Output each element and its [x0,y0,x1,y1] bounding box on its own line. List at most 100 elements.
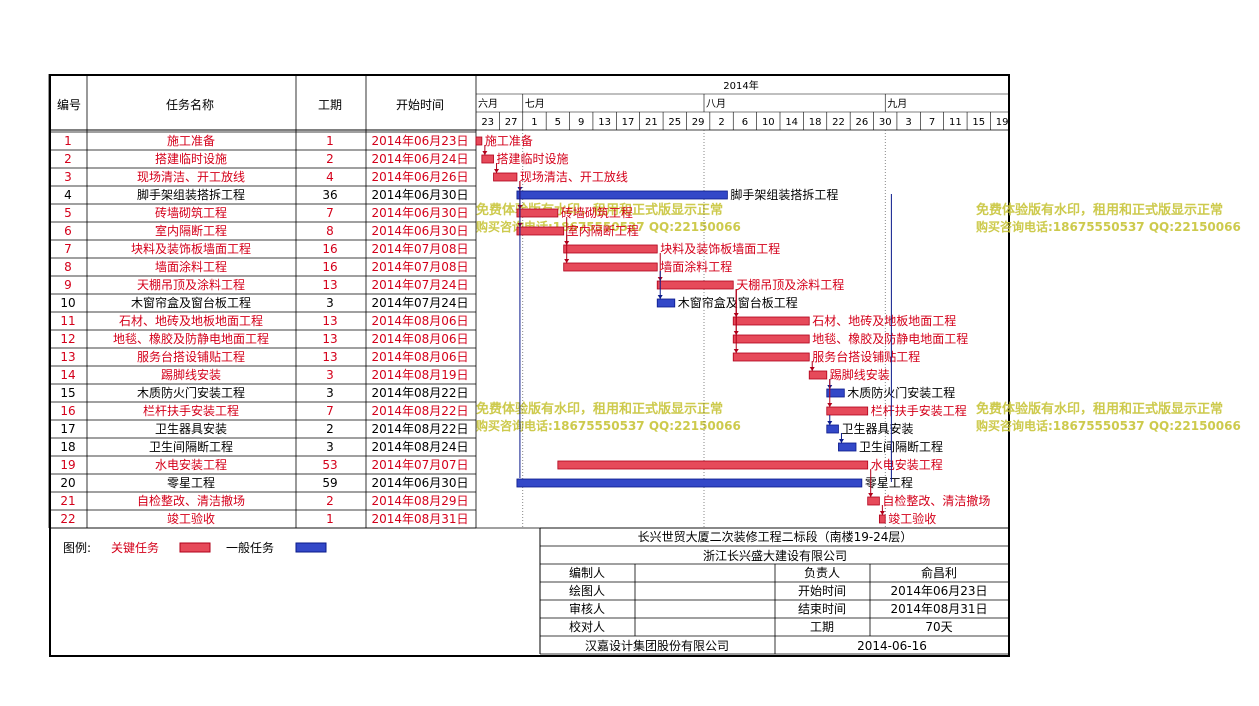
gantt-bar [656,298,676,308]
dependency-arrow [827,421,833,425]
task-name: 卫生器具安装 [155,421,227,436]
task-start: 2014年08月06日 [371,350,468,364]
task-duration: 13 [322,314,337,328]
day-label: 11 [949,117,962,128]
task-id: 22 [60,512,75,526]
bar-label: 块料及装饰板墙面工程 [660,241,780,256]
task-duration: 59 [322,476,337,490]
task-start: 2014年06月30日 [371,224,468,238]
task-name: 天棚吊顶及涂料工程 [137,277,245,292]
task-name: 服务台搭设铺贴工程 [137,349,245,364]
title-block-cell: 校对人 [569,619,605,634]
task-name: 水电安装工程 [155,457,227,472]
watermark-line1: 免费体验版有水印，租用和正式版显示正常 [976,202,1223,218]
legend-normal-label: 一般任务 [226,540,274,555]
day-label: 17 [622,117,635,128]
task-name: 竣工验收 [167,511,215,526]
task-duration: 2 [326,152,334,166]
task-start: 2014年07月07日 [371,458,468,472]
column-header-duration: 工期 [318,98,342,112]
task-start: 2014年06月30日 [371,206,468,220]
bar-label: 搭建临时设施 [497,152,569,166]
month-label: 八月 [706,98,726,110]
watermark-line2: 购买咨询电话:18675550537 QQ:22150066 [476,418,741,433]
task-duration: 13 [322,332,337,346]
task-id: 21 [60,494,75,508]
bar-label: 服务台搭设铺贴工程 [812,349,920,364]
task-start: 2014年07月08日 [371,242,468,256]
title-block-cell: 2014年06月23日 [890,584,987,598]
task-id: 19 [60,458,75,472]
task-duration: 3 [326,386,334,400]
day-label: 13 [598,117,611,128]
legend-label: 图例: [63,541,91,555]
day-label: 7 [929,117,935,128]
task-id: 14 [60,368,75,382]
title-block-cell: 编制人 [569,565,605,580]
gantt-bar [516,208,559,218]
bar-label: 竣工验收 [888,511,936,526]
gantt-bar [732,352,810,362]
day-label: 1 [531,117,537,128]
day-label: 21 [645,117,658,128]
task-id: 1 [64,134,72,148]
day-label: 26 [855,117,868,128]
task-name: 砖墙砌筑工程 [155,205,227,220]
task-duration: 3 [326,296,334,310]
day-label: 5 [555,117,561,128]
task-duration: 2 [326,494,334,508]
task-name: 木质防火门安装工程 [137,385,245,400]
gantt-bar [516,190,728,200]
bar-label: 栏杆扶手安装工程 [871,403,967,418]
dependency-arrow [827,403,833,407]
task-duration: 16 [322,260,337,274]
task-duration: 53 [322,458,337,472]
task-duration: 13 [322,350,337,364]
legend-critical-swatch [179,542,211,553]
day-label: 2 [718,117,724,128]
bar-label: 水电安装工程 [871,457,943,472]
task-duration: 16 [322,242,337,256]
task-duration: 7 [326,206,334,220]
dependency-arrow [733,349,739,353]
watermark-line2: 购买咨询电话:18675550537 QQ:22150066 [976,418,1241,433]
task-start: 2014年08月29日 [371,494,468,508]
task-duration: 3 [326,440,334,454]
gantt-bar [732,316,810,326]
task-id: 9 [64,278,72,292]
bar-label: 零星工程 [865,475,913,490]
footer-date: 2014-06-16 [857,639,927,653]
task-id: 8 [64,260,72,274]
day-label: 19 [996,117,1009,128]
bar-label: 室内隔断工程 [567,223,639,238]
task-name: 石材、地砖及地板地面工程 [119,313,263,328]
title-block-cell: 70天 [925,620,952,634]
day-label: 6 [742,117,748,128]
task-id: 13 [60,350,75,364]
task-start: 2014年06月24日 [371,152,468,166]
task-name: 栏杆扶手安装工程 [143,403,239,418]
day-label: 3 [905,117,911,128]
gantt-bar [563,262,658,272]
legend-normal-swatch [295,542,327,553]
task-name: 卫生间隔断工程 [149,439,233,454]
task-start: 2014年07月08日 [371,260,468,274]
task-name: 自检整改、清洁撤场 [137,493,245,508]
task-duration: 1 [326,512,334,526]
day-label: 15 [972,117,985,128]
gantt-bar [826,406,869,416]
task-name: 脚手架组装搭拆工程 [137,187,245,202]
task-duration: 7 [326,404,334,418]
day-label: 29 [692,117,705,128]
gantt-bar [656,280,734,290]
task-id: 5 [64,206,72,220]
task-name: 墙面涂料工程 [155,259,227,274]
task-duration: 4 [326,170,334,184]
title-block-cell: 2014年08月31日 [890,602,987,616]
column-header-name: 任务名称 [166,97,214,112]
task-id: 20 [60,476,75,490]
day-label: 10 [762,117,775,128]
task-name: 零星工程 [167,475,215,490]
bar-label: 自检整改、清洁撤场 [882,493,990,508]
watermark-line1: 免费体验版有水印，租用和正式版显示正常 [976,401,1223,417]
